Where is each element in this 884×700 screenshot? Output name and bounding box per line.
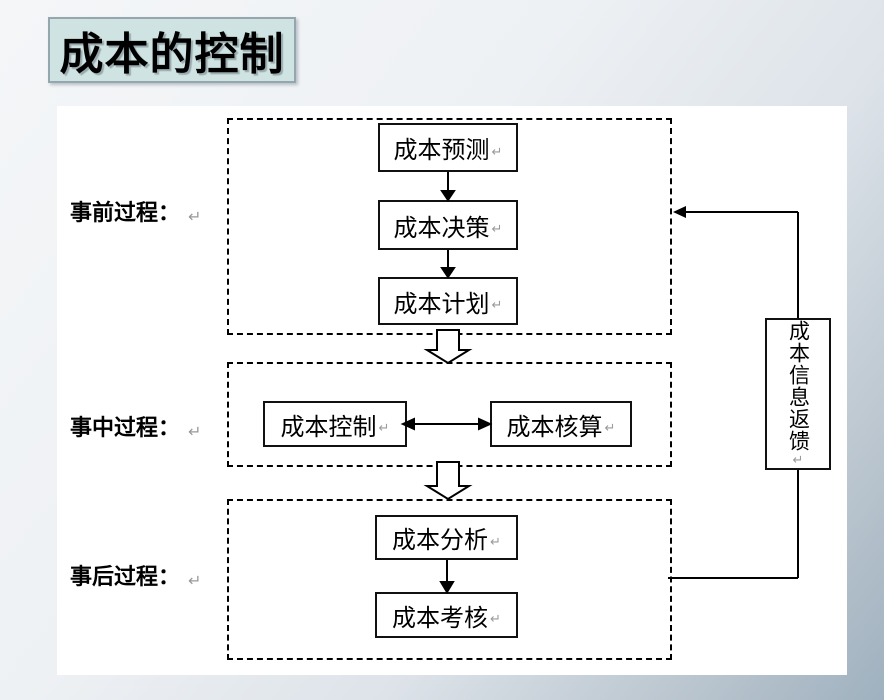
return-mark: ↵	[490, 533, 501, 549]
return-mark: ↵	[188, 424, 202, 441]
diagram-canvas: 事前过程：↵ 事中过程：↵ 事后过程：↵ 成本预测↵ 成本决策↵ 成本计划↵ 成…	[57, 106, 847, 675]
return-mark: ↵	[604, 420, 616, 435]
flow-box-cost-decision: 成本决策↵	[378, 200, 518, 250]
stage-after-label: 事后过程：	[70, 564, 181, 589]
return-mark: ↵	[490, 611, 501, 626]
flow-box-cost-analysis: 成本分析↵	[375, 515, 518, 560]
flow-box-cost-assessment: 成本考核↵	[375, 592, 518, 638]
feedback-box-label: 成本信息返馈	[786, 320, 811, 452]
flow-box-cost-forecast: 成本预测↵	[378, 123, 518, 172]
feedback-arrowhead-left-icon	[673, 206, 686, 218]
return-mark: ↵	[491, 297, 503, 312]
flow-box-cost-accounting: 成本核算↵	[490, 401, 632, 447]
flow-box-label: 成本核算	[506, 414, 603, 441]
stage-before-label: 事前过程：	[70, 200, 181, 225]
stage-during-label-row: 事中过程： ↵	[70, 414, 201, 445]
return-mark: ↵	[378, 420, 390, 435]
block-arrow-stage2-to-stage3-icon	[423, 461, 473, 501]
stage-before-label-row: 事前过程： ↵	[70, 199, 201, 230]
flow-box-label: 成本决策	[393, 215, 490, 242]
flow-box-label: 成本考核	[392, 605, 489, 632]
return-mark: ↵	[188, 573, 202, 590]
return-mark: ↵	[491, 221, 503, 236]
flow-box-label: 成本分析	[392, 528, 489, 554]
return-mark: ↵	[491, 143, 503, 159]
flow-box-cost-control: 成本控制↵	[263, 401, 407, 447]
flow-box-cost-plan: 成本计划↵	[378, 277, 518, 325]
flow-box-label: 成本计划	[393, 291, 490, 318]
flow-box-label: 成本控制	[280, 414, 377, 441]
slide-title: 成本的控制	[59, 30, 285, 79]
stage-after-label-row: 事后过程： ↵	[70, 563, 201, 594]
flow-box-label: 成本预测	[393, 138, 490, 164]
stage-during-label: 事中过程：	[70, 415, 181, 440]
return-mark: ↵	[792, 452, 804, 467]
slide-title-box: 成本的控制	[48, 17, 296, 83]
feedback-box-cost-information: 成本信息返馈 ↵	[765, 318, 831, 470]
return-mark: ↵	[188, 209, 202, 226]
